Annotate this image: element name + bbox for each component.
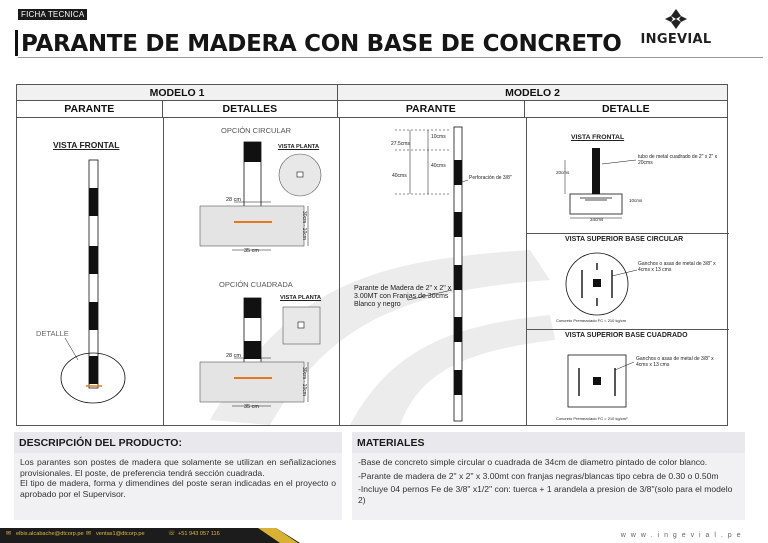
model2-square-base-top	[567, 354, 635, 408]
col-detalle-2: DETALLE	[601, 103, 650, 115]
product-description-panel: DESCRIPCIÓN DEL PRODUCTO: Los parantes s…	[14, 432, 342, 520]
footer-email-2[interactable]: ✉ ventas1@dtcorp.pe	[86, 531, 145, 537]
description-heading: DESCRIPCIÓN DEL PRODUCTO:	[14, 432, 342, 453]
col-divider	[163, 118, 164, 425]
cell-divider	[526, 233, 729, 234]
title-accent-bar	[15, 30, 18, 56]
model2-front-detail	[564, 148, 637, 219]
description-paragraph: Los parantes son postes de madera que so…	[20, 457, 336, 478]
vista-frontal-label-2: VISTA FRONTAL	[571, 134, 625, 141]
dim-40a-label: 40cms	[431, 163, 446, 169]
materials-item: -Parante de madera de 2" x 2" x 3.00mt c…	[358, 470, 719, 481]
opcion-cuadrada-label: OPCIÓN CUADRADA	[219, 280, 293, 289]
model1-circular-detail	[199, 141, 322, 251]
vista-frontal-label: VISTA FRONTAL	[53, 140, 120, 150]
phone-icon: ☏	[168, 531, 176, 537]
dim-28-label-2: 28 cm	[226, 353, 241, 359]
dim-35-label: 35 cm	[244, 248, 259, 254]
mail-icon: ✉	[86, 531, 92, 537]
circular-hooks-note: Ganchos o asas de metal de 3/8" x 4cms x…	[638, 261, 716, 273]
column-header-row: PARANTE DETALLES PARANTE DETALLE	[17, 101, 727, 118]
brand-logo: INGEVIAL	[640, 8, 712, 56]
title-divider	[18, 57, 763, 58]
dim-side-label-2: 30cm - 10cm	[301, 367, 307, 396]
description-body: Los parantes son postes de madera que so…	[14, 453, 342, 520]
model2-header: MODELO 2	[505, 86, 560, 99]
model1-post-drawing	[60, 159, 126, 404]
col-parante-1: PARANTE	[17, 101, 163, 117]
dim-35-label-2: 35 cm	[244, 404, 259, 410]
model-header-row: MODELO 1 MODELO 2	[17, 85, 727, 101]
dim-34-label: 34cms	[590, 217, 604, 222]
doc-type-tag: FICHA TECNICA	[18, 9, 88, 20]
square-concrete-note: Concreto Premezclado FC = 210 kg/cm²	[556, 416, 628, 421]
mail-icon: ✉	[6, 531, 12, 537]
email-text: ventas1@dtcorp.pe	[96, 531, 145, 537]
dim-40b-label: 40cms	[392, 173, 407, 179]
brand-name: INGEVIAL	[640, 32, 712, 47]
vista-planta-label: VISTA PLANTA	[278, 144, 320, 150]
footer-phone[interactable]: ☏ +51 943 057 116	[168, 531, 220, 537]
model1-header: MODELO 1	[17, 85, 339, 100]
opcion-circular-label: OPCIÓN CIRCULAR	[221, 126, 292, 135]
dim-28-label: 28 cm	[226, 197, 241, 203]
square-base-title: VISTA SUPERIOR BASE CUADRADO	[565, 332, 688, 339]
footer-website[interactable]: w w w . i n g e v i a l . p e	[620, 532, 742, 539]
materials-item: -Incluye 04 pernos Fe de 3/8" x1/2" con:…	[358, 484, 733, 506]
brand-mark-icon	[665, 9, 687, 29]
description-paragraph: El tipo de madera, forma y dimendines de…	[20, 478, 336, 500]
materials-item: -Base de concreto simple circular o cuad…	[358, 457, 708, 467]
dim-27-label: 27.5cms	[391, 141, 410, 147]
dim-side-label: 30cm - 10cm	[301, 211, 307, 240]
model1-square-detail	[199, 297, 321, 407]
dim-10cms-label: 10cms	[431, 134, 446, 140]
technical-drawing-sheet: MODELO 1 MODELO 2 PARANTE DETALLES PARAN…	[16, 84, 729, 426]
circular-concrete-note: Concreto Premezclado FC = 210 kg/cm	[556, 318, 627, 323]
page-title: PARANTE DE MADERA CON BASE DE CONCRETO	[21, 31, 622, 57]
circular-base-title: VISTA SUPERIOR BASE CIRCULAR	[565, 236, 684, 243]
materials-body: -Base de concreto simple circular o cuad…	[352, 453, 745, 520]
col-divider	[526, 118, 527, 425]
col-detalles-1: DETALLES	[163, 101, 339, 117]
materials-panel: MATERIALES -Base de concreto simple circ…	[352, 432, 745, 520]
cell-divider	[526, 329, 729, 330]
vista-planta-label-2: VISTA PLANTA	[280, 295, 322, 301]
footer: ✉ elbis.alcabache@dtcorp.pe ✉ ventas1@dt…	[0, 528, 768, 543]
materials-heading: MATERIALES	[352, 432, 745, 453]
footer-email-1[interactable]: ✉ elbis.alcabache@dtcorp.pe	[6, 531, 84, 537]
dim-10b-label: 10cms	[629, 198, 643, 203]
footer-dark-bar	[0, 528, 300, 543]
square-hooks-note: Ganchos o asas de metal de 3/8" x 4cms x…	[636, 356, 714, 368]
model2-post-drawing	[395, 126, 469, 422]
tubo-label: tubo de metal cuadrado de 2" x 2" x 20cm…	[638, 154, 718, 166]
parante-description: Parante de Madera de 2" x 2" x 3.00MT co…	[354, 285, 452, 309]
col-divider	[339, 118, 340, 425]
perforacion-label: Perforación de 3/8"	[469, 175, 512, 181]
col-parante-2: PARANTE	[338, 101, 525, 117]
email-text: elbis.alcabache@dtcorp.pe	[16, 531, 84, 537]
dim-20-label: 20cms	[556, 170, 570, 175]
detalle-label: DETALLE	[36, 329, 69, 338]
phone-text: +51 943 057 116	[178, 531, 220, 537]
model2-circular-base-top	[565, 252, 638, 316]
